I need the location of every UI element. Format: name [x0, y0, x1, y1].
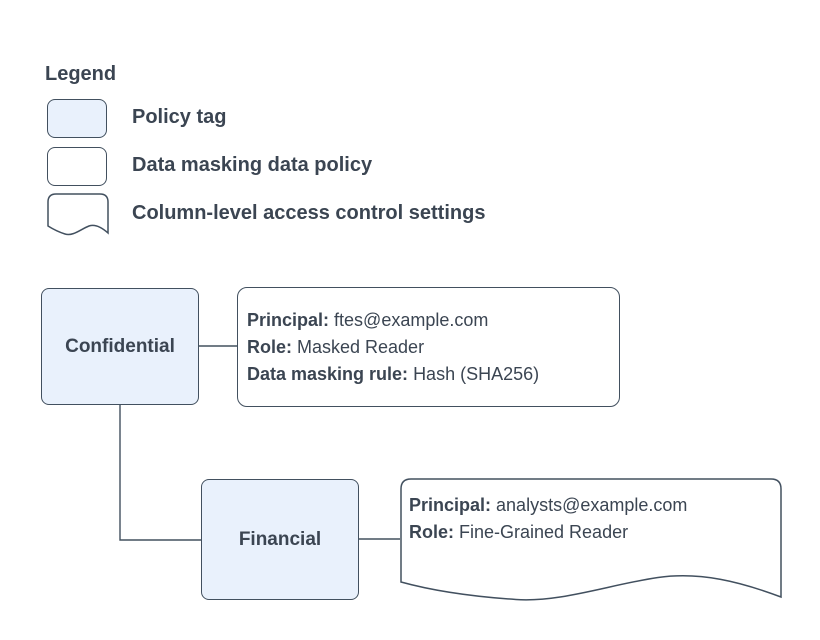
- column-access-card-text: Principal:analysts@example.com Role:Fine…: [409, 492, 779, 546]
- role-value: Masked Reader: [297, 336, 425, 357]
- policy-tag-swatch-icon: [47, 99, 107, 138]
- policy-tag-node-confidential: Confidential: [41, 288, 199, 405]
- principal-value-financial: analysts@example.com: [496, 495, 688, 515]
- role-label: Role:: [247, 336, 292, 357]
- principal-label-financial: Principal:: [409, 495, 492, 515]
- document-shape-swatch-icon: [47, 193, 109, 236]
- legend-label-data-policy: Data masking data policy: [132, 154, 373, 176]
- principal-value: ftes@example.com: [334, 309, 489, 330]
- role-line: Role:Masked Reader: [247, 334, 619, 361]
- masking-rule-line: Data masking rule:Hash (SHA256): [247, 361, 619, 388]
- legend-item-data-policy: [47, 147, 107, 186]
- data-masking-policy-card: Principal:ftes@example.com Role:Masked R…: [237, 287, 620, 407]
- column-access-card-shape: [400, 478, 782, 601]
- legend-item-column-access: [47, 193, 109, 241]
- principal-line-financial: Principal:analysts@example.com: [409, 492, 779, 519]
- principal-label: Principal:: [247, 309, 330, 330]
- legend-title: Legend: [45, 63, 117, 85]
- financial-node-label: Financial: [238, 528, 322, 550]
- role-value-financial: Fine-Grained Reader: [459, 522, 629, 542]
- legend-label-policy-tag: Policy tag: [132, 106, 227, 128]
- legend-item-policy-tag: [47, 99, 107, 138]
- role-line-financial: Role:Fine-Grained Reader: [409, 519, 779, 546]
- policy-tag-node-financial: Financial: [201, 479, 359, 600]
- role-label-financial: Role:: [409, 522, 454, 542]
- data-masking-policy-swatch-icon: [47, 147, 107, 186]
- legend-label-column-access: Column-level access control settings: [132, 202, 486, 224]
- confidential-node-label: Confidential: [65, 335, 175, 357]
- connector-confidential-to-financial: [119, 405, 201, 541]
- principal-line: Principal:ftes@example.com: [247, 307, 619, 334]
- masking-rule-value: Hash (SHA256): [413, 363, 540, 384]
- masking-rule-label: Data masking rule:: [247, 363, 409, 384]
